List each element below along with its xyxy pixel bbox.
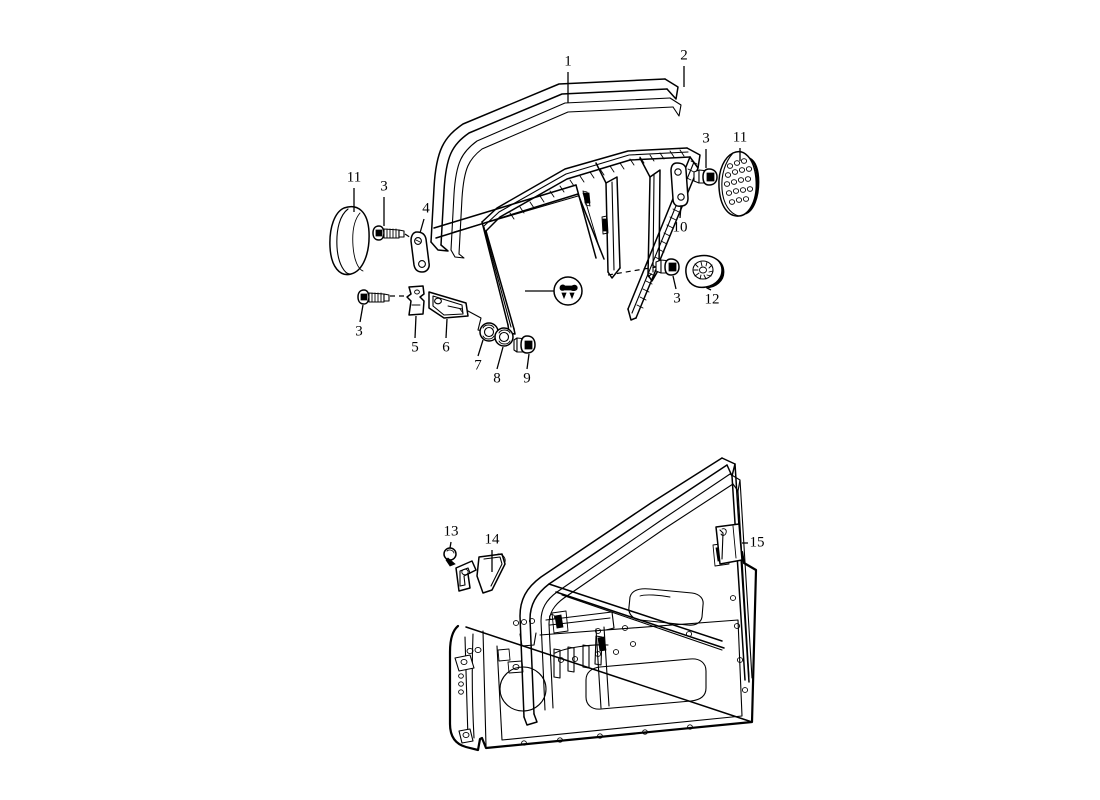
callout-number-1: 1 [564,53,572,70]
upper-assembly-group [329,78,760,354]
leader-12 [706,287,712,291]
part-corner-trim [455,553,506,594]
connector-divider-to-screw [647,269,657,278]
callout-number-6: 6 [442,339,450,356]
callout-number-11a: 11 [732,129,748,146]
callout-number-5: 5 [411,339,419,356]
part-guide-plate [670,162,689,207]
callout-number-15: 15 [749,534,765,551]
part-window-frame-upper [430,78,682,260]
callout-number-14: 14 [484,531,500,548]
callout-number-3c: 3 [673,290,681,307]
lower-assembly-group [443,457,758,752]
callout-number-8: 8 [493,370,501,387]
callout-number-12: 12 [704,291,720,308]
connector-screw-to-bracket [404,233,412,239]
callout-number-11b: 11 [346,169,362,186]
leader-3c [672,275,677,290]
part-washer-lock-8 [494,327,514,347]
leader-7 [477,339,484,357]
callout-number-3b: 3 [380,178,388,195]
callout-number-10: 10 [672,219,688,236]
leader-3d [359,304,364,323]
circled-tool-symbol [553,276,583,306]
part-bolt-9 [513,335,536,354]
leader-8 [496,346,504,370]
part-pin-stud [443,547,457,567]
leader-6 [445,318,448,339]
callout-number-4: 4 [422,200,430,217]
part-grommet-ribbed [718,151,760,217]
leader-5 [414,315,417,339]
part-screw-3a [693,168,718,186]
part-window-frame-installed [519,457,753,726]
part-grommet-oval [329,206,370,276]
part-cover-cap [715,523,743,565]
callout-number-3a: 3 [702,130,710,147]
part-slide-bracket [428,291,469,319]
part-screw-3c [655,258,680,276]
part-screw-3d [357,289,390,305]
leader-4 [419,218,425,234]
callout-number-2: 2 [680,47,688,64]
leader-lines [353,66,741,572]
leader-9 [526,353,530,370]
part-divider-channel [595,157,661,282]
part-screw-3b [372,225,405,241]
part-clip-bracket [406,285,425,316]
callout-number-3d: 3 [355,323,363,340]
leader-10 [679,205,682,219]
part-bracket-plate [410,231,430,273]
part-washer-7 [479,322,499,342]
connector-seal-to-screw [607,266,657,276]
callout-number-9: 9 [523,370,531,387]
callout-number-7: 7 [474,357,482,374]
part-nut-serrated [685,254,725,289]
callout-number-13: 13 [443,523,459,540]
leader-13 [449,541,452,549]
